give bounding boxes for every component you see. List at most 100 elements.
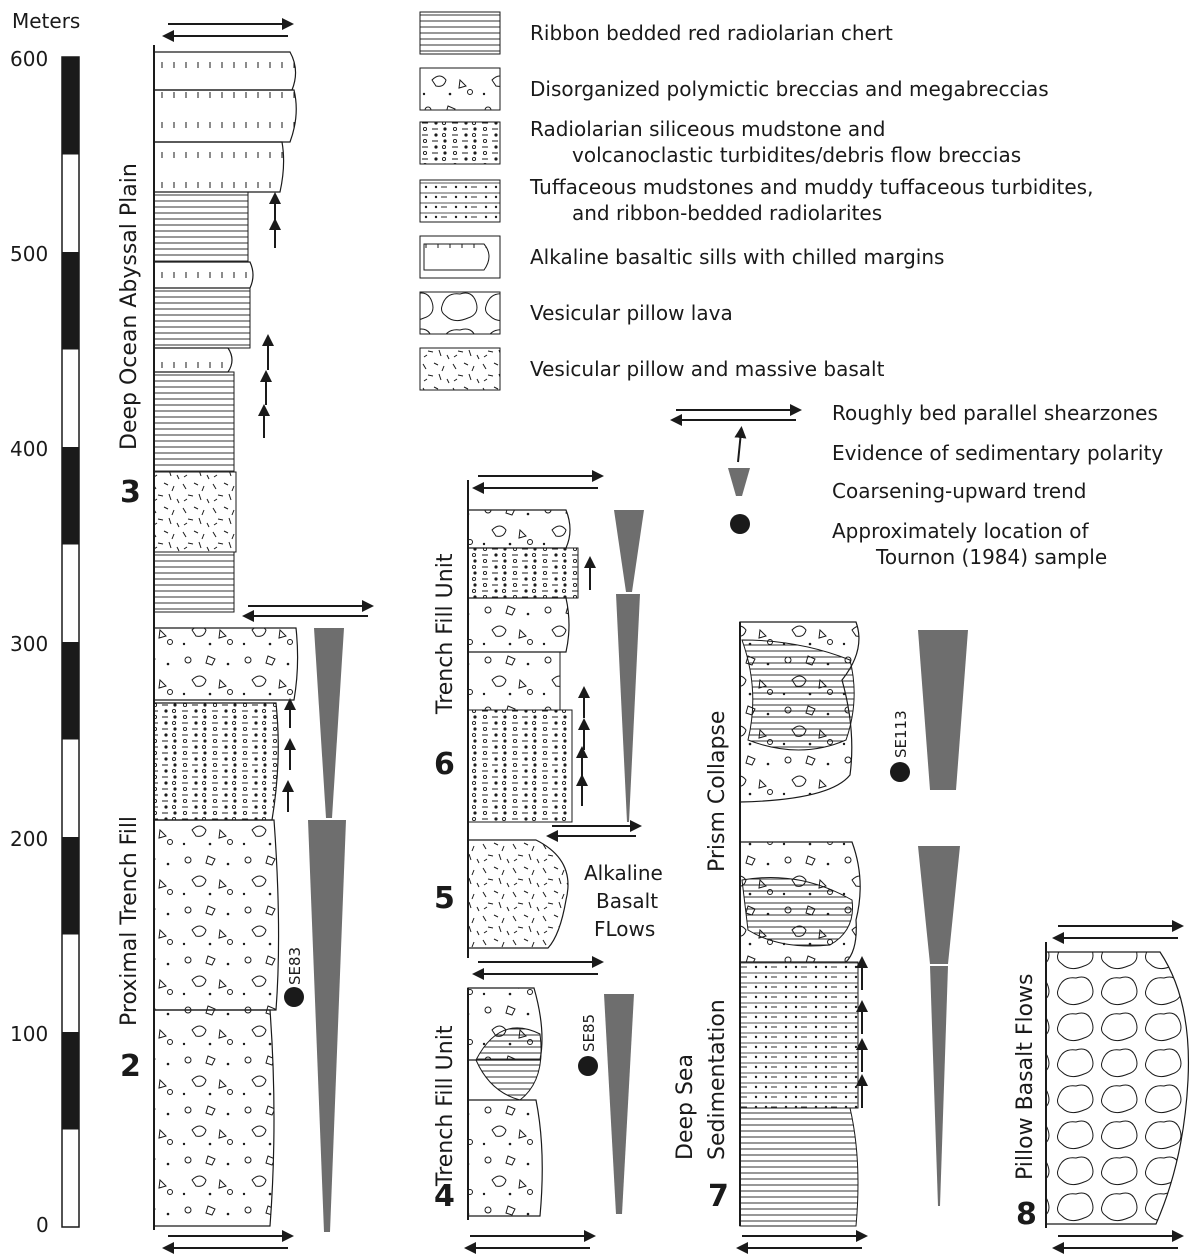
shear-arrows-bottom — [1052, 1230, 1184, 1254]
column-name: Trench Fill Unit — [433, 553, 458, 715]
tick-label-400: 400 — [10, 437, 48, 461]
siliceous-bed — [467, 651, 561, 711]
legend-label: Ribbon bedded red radiolarian chert — [530, 21, 893, 45]
legend-sample-dot — [730, 514, 750, 534]
legend-swatch-tuff — [419, 179, 501, 223]
tuff-bed — [739, 961, 859, 1109]
shear-arrows-bottom — [162, 1230, 294, 1254]
massive-basalt-bed — [467, 839, 569, 949]
pillow-lava-bed — [1045, 951, 1190, 1225]
basalt-flow-label: Alkaline — [584, 861, 663, 885]
sill-bed — [153, 51, 297, 91]
column-name: Sedimentation — [705, 999, 730, 1160]
column-number: 8 — [1016, 1197, 1037, 1232]
legend-sill-shape — [423, 243, 490, 271]
scale-unit-label: Meters — [12, 9, 80, 33]
legend-label: volcanoclastic turbidites/debris flow br… — [572, 143, 1021, 167]
chert-bed — [153, 191, 249, 263]
legend-coarsening-symbol — [728, 468, 750, 496]
shear-arrows-top — [472, 470, 604, 494]
legend-label: Vesicular pillow lava — [530, 301, 733, 325]
basalt-flow-label: FLows — [594, 917, 655, 941]
siliceous-bed — [467, 709, 573, 823]
column-name: Proximal Trench Fill — [117, 816, 142, 1026]
massive-basalt-bed — [153, 471, 237, 553]
scale-block — [62, 837, 79, 935]
legend-label: Alkaline basaltic sills with chilled mar… — [530, 245, 944, 269]
sample-location-marker — [284, 987, 304, 1007]
legend-swatch-pillow — [419, 291, 501, 335]
tick-label-500: 500 — [10, 242, 48, 266]
sample-location-marker — [890, 762, 910, 782]
tick-label-200: 200 — [10, 827, 48, 851]
breccia-bed — [467, 1099, 543, 1217]
scale-block — [62, 57, 79, 155]
scale-bar-blocks — [62, 57, 79, 1130]
column-number: 4 — [434, 1179, 455, 1214]
scale-block — [62, 252, 79, 350]
legend-label: Tournon (1984) sample — [875, 545, 1107, 569]
legend-label: and ribbon-bedded radiolarites — [572, 201, 882, 225]
column-name: Deep Sea — [673, 1054, 698, 1160]
shear-arrows-top — [162, 18, 294, 42]
legend-swatch-breccia — [419, 67, 501, 111]
sample-label: SE85 — [580, 1014, 598, 1052]
column-name: Prism Collapse — [705, 711, 730, 872]
coarsening-upward-trend — [918, 630, 968, 790]
tick-label-100: 100 — [10, 1022, 48, 1046]
coarsening-upward-trend — [918, 846, 960, 964]
tick-label-300: 300 — [10, 632, 48, 656]
breccia-bed — [153, 627, 299, 701]
scale-block — [62, 447, 79, 545]
chert-bed — [153, 287, 251, 349]
legend-label: Vesicular pillow and massive basalt — [530, 357, 885, 381]
legend-label: Radiolarian siliceous mudstone and — [530, 117, 885, 141]
legend-label: Disorganized polymictic breccias and meg… — [530, 77, 1049, 101]
legend-label: Tuffaceous mudstones and muddy tuffaceou… — [529, 175, 1093, 199]
shear-arrows-mid — [546, 820, 642, 842]
shear-arrows-bottom — [464, 1230, 596, 1254]
column-7: SE113 Prism Collapse Deep Sea Sedimentat… — [673, 621, 968, 1254]
coarsening-upward-trend — [930, 966, 948, 1206]
column-name: Deep Ocean Abyssal Plain — [117, 163, 142, 450]
breccia-bed — [153, 1009, 275, 1227]
sill-bed — [153, 261, 254, 289]
legend-label: Roughly bed parallel shearzones — [832, 401, 1158, 425]
shear-arrows-top — [1052, 920, 1184, 944]
shear-arrows-bottom — [736, 1230, 868, 1254]
legend-polarity-arrow — [734, 426, 747, 463]
chert-bed — [741, 877, 854, 947]
column-number: 3 — [120, 475, 141, 510]
column-number: 7 — [708, 1179, 729, 1214]
chert-bed — [153, 371, 235, 473]
chert-bed — [475, 1027, 542, 1101]
polarity-arrows — [576, 556, 596, 806]
legend-swatch-chert — [419, 11, 501, 55]
legend-label: Evidence of sedimentary polarity — [832, 441, 1163, 465]
coarsening-upward-trend — [614, 510, 644, 592]
legend-swatch-siliceous — [419, 121, 501, 165]
basalt-flow-label: Basalt — [596, 889, 658, 913]
sill-bed — [153, 347, 233, 373]
legend-swatch-massive — [419, 347, 501, 391]
column-name: Trench Fill Unit — [433, 1025, 458, 1187]
sample-label: SE113 — [892, 710, 910, 758]
chert-bed — [739, 1107, 859, 1227]
scale-block — [62, 1032, 79, 1130]
column-8: Pillow Basalt Flows 8 — [1013, 920, 1190, 1254]
chert-bed — [153, 551, 235, 613]
shear-arrows-lower — [472, 956, 604, 980]
coarsening-upward-trend — [314, 628, 344, 818]
coarsening-upward-trend — [604, 994, 634, 1214]
sample-location-marker — [578, 1056, 598, 1076]
sill-bed — [153, 89, 297, 143]
breccia-bed — [153, 819, 280, 1011]
siliceous-bed — [153, 702, 279, 821]
sample-label: SE83 — [286, 947, 304, 985]
column-number: 6 — [434, 747, 455, 782]
siliceous-bed — [467, 547, 579, 599]
sill-bed — [153, 141, 285, 193]
legend: Ribbon bedded red radiolarian chert Diso… — [419, 11, 1163, 569]
tick-label-600: 600 — [10, 47, 48, 71]
